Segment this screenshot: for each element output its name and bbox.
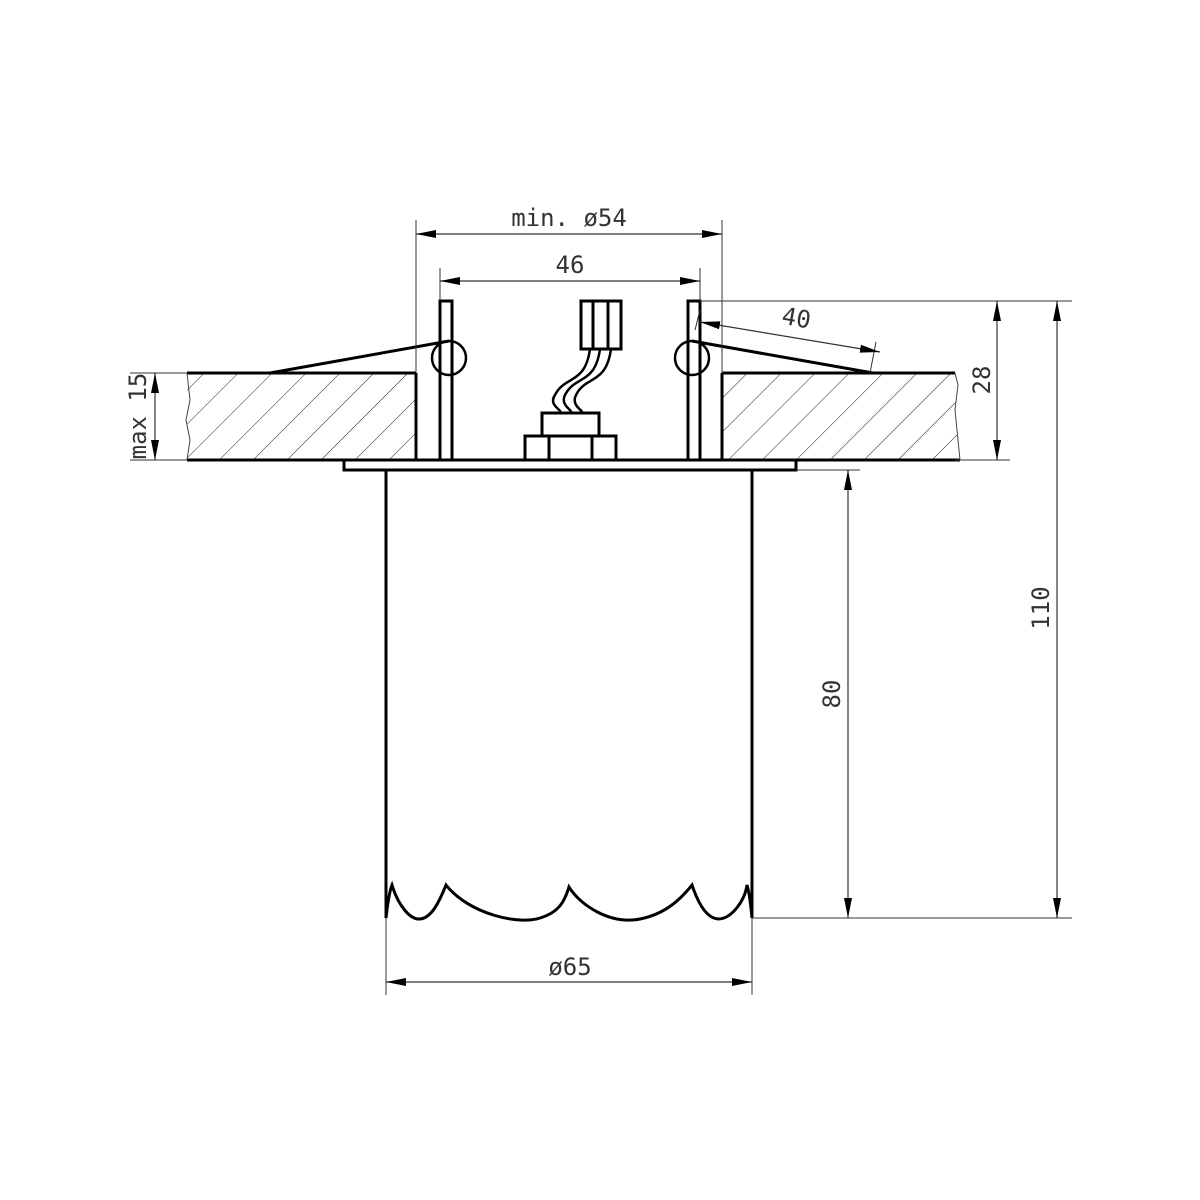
dim-label-ceiling-thickness: max 15 (124, 373, 152, 460)
spring-arm-left (269, 339, 450, 375)
dim-label-body-height: 80 (818, 680, 846, 709)
ceiling-slab-left (185, 371, 418, 462)
connection-wires (551, 348, 613, 414)
dim-label-total-height: 110 (1027, 586, 1055, 629)
dim-label-spring-reach: 40 (780, 302, 813, 335)
spring-clip-right (686, 299, 702, 462)
dim-label-cutout-diameter: min. ø54 (511, 204, 627, 232)
dim-line-spring-reach (699, 321, 881, 353)
terminal-connector (579, 299, 623, 351)
ceiling-slab-right (720, 371, 961, 462)
dim-label-body-diameter: ø65 (548, 953, 591, 981)
cylinder-body (384, 470, 754, 922)
dim-label-recess-depth: 28 (968, 366, 996, 395)
spring-clip-left (438, 299, 454, 462)
lamp-socket (523, 411, 618, 462)
dim-label-clip-spacing: 46 (556, 251, 585, 279)
